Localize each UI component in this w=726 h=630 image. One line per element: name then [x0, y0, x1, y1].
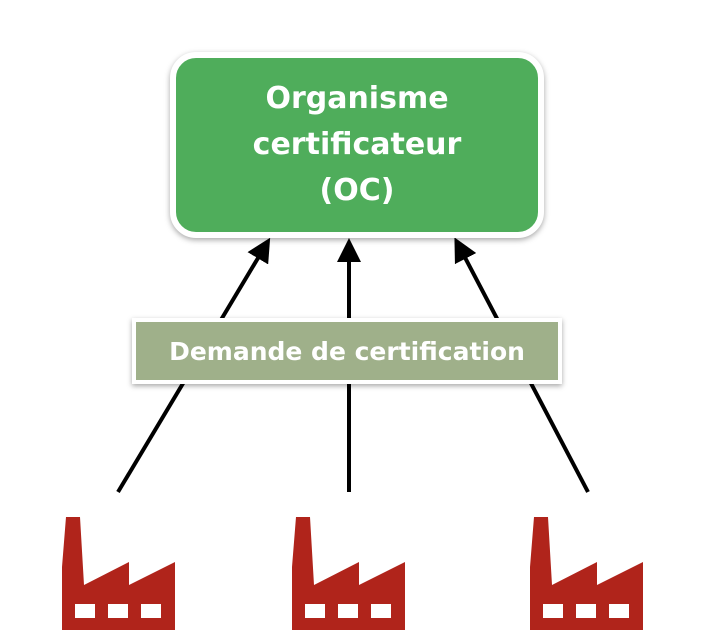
factory-icon	[530, 517, 643, 630]
certification-request-label: Demande de certification	[132, 318, 562, 384]
certification-body-box: Organisme certificateur (OC)	[170, 52, 544, 238]
factory-icon	[292, 517, 405, 630]
certifier-line-1: Organisme	[265, 81, 449, 116]
certification-request-text: Demande de certification	[169, 336, 525, 366]
certifier-line-3: (OC)	[319, 173, 395, 208]
certifier-line-2: certificateur	[252, 127, 462, 162]
factory-icon	[62, 517, 175, 630]
